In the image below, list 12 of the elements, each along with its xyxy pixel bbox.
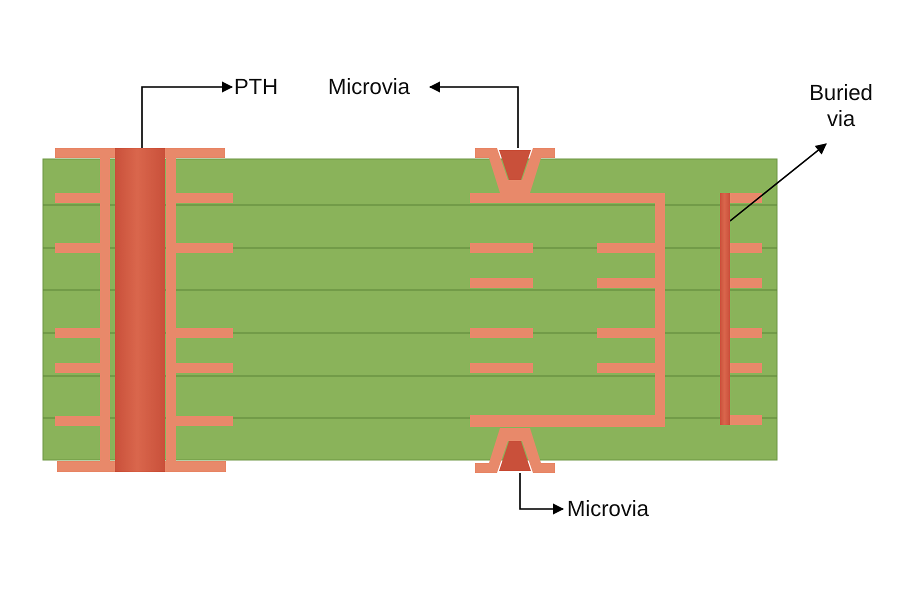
leader-line — [730, 143, 827, 222]
plated-through-hole — [115, 148, 165, 472]
callout-label: Microvia — [567, 496, 667, 522]
leader-line — [428, 81, 519, 148]
callout-label: Buried via — [796, 80, 886, 132]
leader-line — [519, 473, 564, 515]
leader-line — [141, 81, 234, 148]
microvia — [475, 148, 555, 195]
callout-label: Microvia — [328, 74, 428, 100]
callout-label: PTH — [234, 74, 284, 100]
buried-via — [720, 193, 730, 425]
microvia — [475, 426, 555, 473]
